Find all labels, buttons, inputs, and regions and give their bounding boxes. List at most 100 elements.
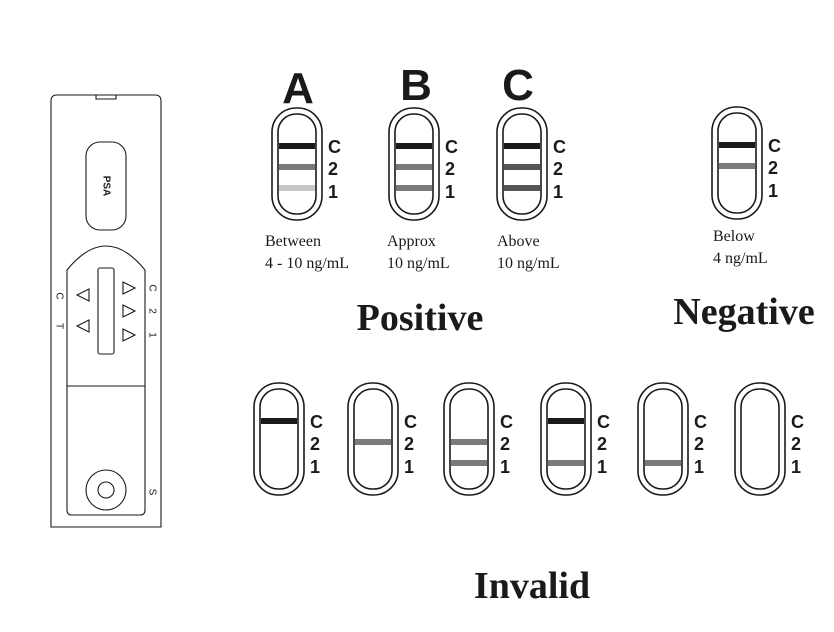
strip-invalid-5-mark-2: 2: [694, 434, 704, 454]
strip-positive-c-band-2: [504, 164, 540, 170]
marker-triangle-left-c: [75, 288, 90, 302]
strip-positive-a-band-2: [279, 164, 315, 170]
strip-invalid-1-inner: [259, 388, 299, 490]
strip-positive-a-inner: [277, 113, 317, 215]
strip-invalid-4: C2 1: [540, 382, 610, 496]
strip-positive-c-outer: [496, 107, 548, 221]
strip-invalid-5-band-1: [645, 460, 681, 466]
strip-invalid-2-mark-2: 2: [404, 434, 414, 454]
cassette-inner-panel: [66, 245, 146, 516]
result-window: [97, 267, 115, 355]
strip-negative-inner: [717, 112, 757, 214]
strip-invalid-3-mark-c: C: [500, 412, 513, 432]
strip-positive-b-mark-1: 1: [445, 182, 455, 202]
strip-positive-c-band-1: [504, 185, 540, 191]
strip-invalid-2-mark-c: C: [404, 412, 417, 432]
strip-positive-c-mark-2: 2: [553, 159, 563, 179]
strip-invalid-3-mark-1: 1: [500, 457, 510, 477]
strip-invalid-1-outer: [253, 382, 305, 496]
positive-c-range-line2: 10 ng/mL: [497, 255, 560, 272]
marker-triangle-right-c: [122, 281, 137, 295]
strip-positive-a: C21: [271, 107, 341, 221]
positive-letter-c: C: [502, 61, 534, 110]
positive-letter-a: A: [282, 64, 314, 113]
strip-invalid-4-mark-c: C: [597, 412, 610, 432]
strip-negative-band-c: [719, 142, 755, 148]
device-mark-right-2: 2: [146, 308, 157, 314]
strip-positive-a-band-c: [279, 143, 315, 149]
sample-well-inner: [97, 481, 115, 499]
negative-heading: Negative: [673, 291, 814, 333]
strip-invalid-3-outer: [443, 382, 495, 496]
strip-invalid-4-outer: [540, 382, 592, 496]
strip-invalid-3-band-1: [451, 460, 487, 466]
strip-positive-b-outer: [388, 107, 440, 221]
strip-invalid-4-mark-2: 2: [597, 434, 607, 454]
strip-invalid-2-band-2: [355, 439, 391, 445]
marker-triangle-left-t: [75, 319, 90, 333]
negative-range-line1: Below: [713, 228, 755, 245]
positive-b-range-line1: Approx: [387, 233, 436, 250]
strip-invalid-4-band-c: [548, 418, 584, 424]
strip-invalid-6-mark-2: 2: [791, 434, 801, 454]
strip-positive-c-mark-1: 1: [553, 182, 563, 202]
strip-invalid-1-band-c: [261, 418, 297, 424]
device-mark-left-t: T: [53, 323, 64, 329]
strip-positive-b-mark-c: C: [445, 137, 458, 157]
strip-invalid-3-band-2: [451, 439, 487, 445]
cassette-notch: [95, 95, 117, 100]
strip-invalid-4-inner: [546, 388, 586, 490]
strip-positive-b: C2 1: [388, 107, 458, 221]
strip-negative-mark-1: 1: [768, 181, 778, 201]
negative-range-line2: 4 ng/mL: [713, 250, 768, 267]
strip-invalid-5-outer: [637, 382, 689, 496]
psa-label: PSA: [100, 176, 111, 197]
strip-invalid-3-mark-2: 2: [500, 434, 510, 454]
strip-negative-outer: [711, 106, 763, 220]
strip-positive-a-mark-1: 1: [328, 182, 338, 202]
positive-a-range-line2: 4 - 10 ng/mL: [265, 255, 349, 272]
device-mark-right-c: C: [146, 284, 157, 291]
strip-invalid-2-inner: [353, 388, 393, 490]
strip-positive-c-band-c: [504, 143, 540, 149]
strip-positive-b-band-2: [396, 164, 432, 170]
strip-invalid-5-inner: [643, 388, 683, 490]
strip-invalid-4-band-1: [548, 460, 584, 466]
strip-invalid-6-mark-1: 1: [791, 457, 801, 477]
strip-positive-b-band-c: [396, 143, 432, 149]
strip-positive-a-mark-c: C: [328, 137, 341, 157]
strip-invalid-2: C2 1: [347, 382, 417, 496]
strip-invalid-4-mark-1: 1: [597, 457, 607, 477]
test-cassette: [50, 94, 162, 528]
strip-positive-c: C2 1: [496, 107, 566, 221]
positive-heading: Positive: [357, 297, 484, 339]
strip-invalid-1-mark-c: C: [310, 412, 323, 432]
positive-a-range-line1: Between: [265, 233, 321, 250]
positive-c-range-line1: Above: [497, 233, 540, 250]
positive-letter-b: B: [400, 61, 432, 110]
sample-well-outer: [85, 469, 127, 511]
strip-positive-b-mark-2: 2: [445, 159, 455, 179]
strip-invalid-6-mark-c: C: [791, 412, 804, 432]
device-mark-left-c: C: [53, 292, 64, 299]
strip-invalid-5-mark-c: C: [694, 412, 707, 432]
strip-invalid-2-mark-1: 1: [404, 457, 414, 477]
marker-triangle-right-2: [122, 304, 137, 318]
strip-negative-band-2: [719, 163, 755, 169]
strip-negative-mark-2: 2: [768, 158, 778, 178]
strip-invalid-5-mark-1: 1: [694, 457, 704, 477]
strip-positive-a-band-1: [279, 185, 315, 191]
strip-positive-c-inner: [502, 113, 542, 215]
positive-b-range-line2: 10 ng/mL: [387, 255, 450, 272]
strip-positive-b-band-1: [396, 185, 432, 191]
strip-invalid-6-outer: [734, 382, 786, 496]
strip-positive-c-mark-c: C: [553, 137, 566, 157]
strip-positive-a-outer: [271, 107, 323, 221]
psa-label-box: [85, 141, 127, 231]
strip-invalid-6: C2 1: [734, 382, 804, 496]
strip-invalid-1: C21: [253, 382, 323, 496]
invalid-heading: Invalid: [474, 565, 590, 607]
strip-invalid-3: C2 1: [443, 382, 513, 496]
strip-negative: C21: [711, 106, 781, 220]
